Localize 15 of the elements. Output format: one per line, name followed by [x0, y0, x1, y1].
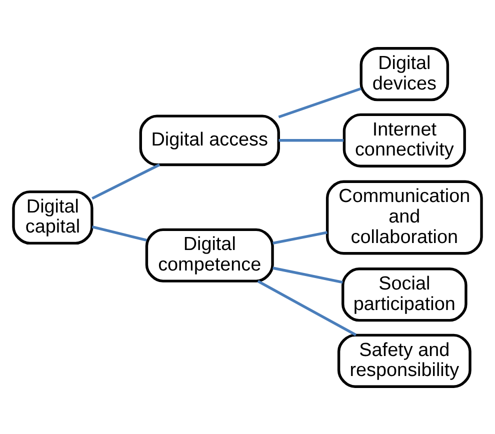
node-box: Digital competence — [145, 228, 274, 282]
connector — [92, 163, 160, 200]
connector — [92, 225, 147, 242]
node-box: Communication and collaboration — [326, 180, 483, 254]
connector — [272, 230, 328, 244]
connector — [278, 86, 362, 118]
connector — [272, 266, 343, 284]
node-box: Internet connectivity — [342, 112, 466, 167]
node-box: Digital access — [139, 114, 280, 166]
node-box: Digital capital — [12, 190, 94, 244]
node-box: Social participation — [342, 267, 468, 322]
node-box: Safety and responsibility — [337, 333, 472, 388]
node-box: Digital devices — [360, 46, 450, 101]
connector — [257, 280, 357, 336]
connector — [278, 138, 344, 142]
